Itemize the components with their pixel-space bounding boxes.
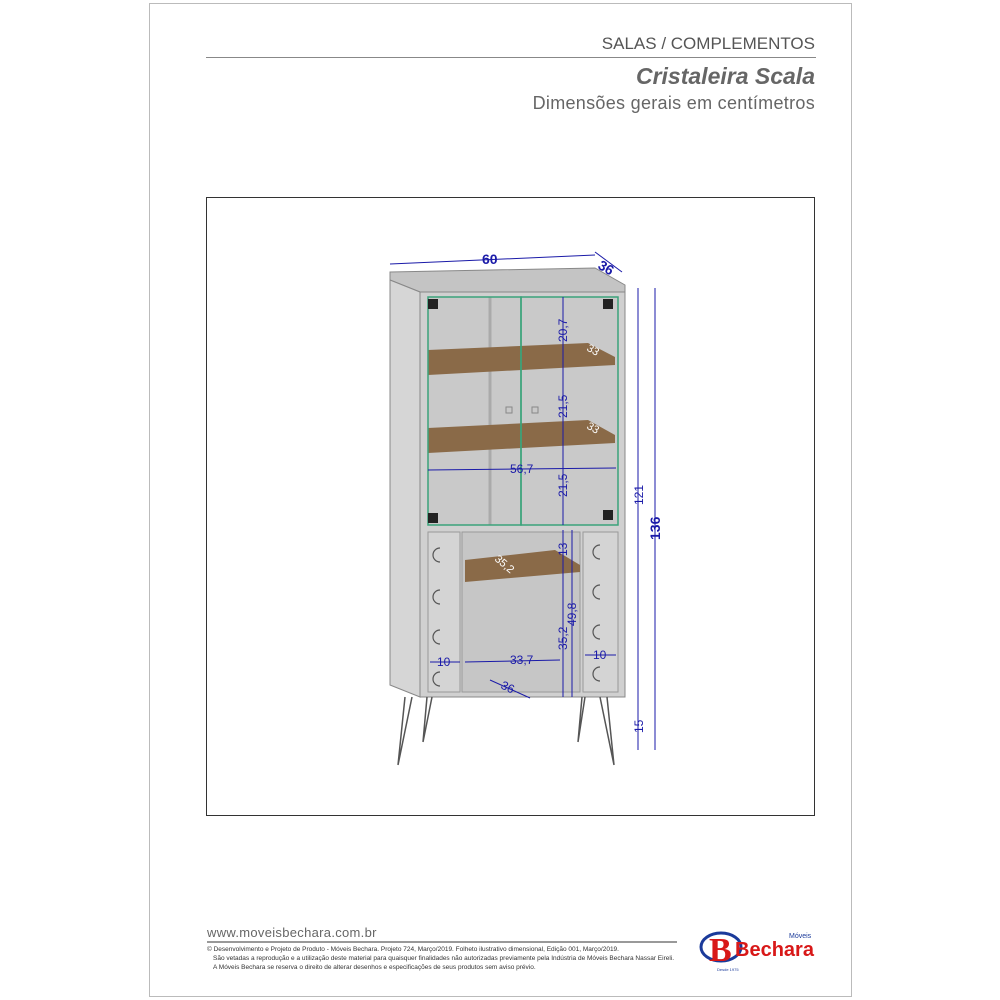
dim-lower-inner-height: 35,2 [556,626,570,650]
bechara-logo: B Bechara Móveis Desde 1975 [699,931,815,972]
dim-inner-width: 56,7 [510,462,534,476]
dim-shelf-gap-2: 21,5 [556,394,570,418]
lower-shelf [465,550,580,582]
dim-side-right: 10 [593,648,607,662]
dim-height-body: 121 [632,485,646,505]
glass-door-right [520,296,619,526]
door-knob-left [505,406,513,414]
sheet-border [149,3,852,997]
hinge [428,513,438,523]
change-notice: A Móveis Bechara se reserva o direito de… [213,964,536,971]
cabinet-top [389,267,626,293]
dimension-lines [389,251,656,750]
dim-shelf-depth-2: 33 [585,420,602,437]
dim-lower-height: 49,8 [565,602,579,626]
dim-shelf-depth-1: 33 [585,342,602,359]
wine-rack-right [582,531,619,693]
header-divider [206,57,816,58]
dim-lower-depth: 36 [499,678,517,696]
dim-center-width: 33,7 [510,653,534,667]
dim-leg-height: 15 [632,719,646,733]
subtitle: Dimensões gerais em centímetros [532,93,815,113]
hairpin-legs [397,696,615,766]
website-url[interactable]: www.moveisbechara.com.br [207,925,377,940]
hinge [428,299,438,309]
hinge [603,299,613,309]
upper-interior [427,296,619,526]
logo-small: Móveis [789,933,812,940]
dim-shelf-gap-1: 20,7 [556,318,570,342]
logo-brand: Bechara [735,939,815,961]
category-label: SALAS / COMPLEMENTOS [601,34,815,53]
door-knob-right [531,406,539,414]
bottle-holders [432,544,601,687]
dim-shelf-gap-3: 21,5 [556,473,570,497]
svg-text:B: B [709,932,732,969]
dim-side-left: 10 [437,655,451,669]
dim-height-total: 136 [647,516,663,540]
logo-tag: Desde 1975 [717,967,739,972]
usage-notice: São vetadas a reprodução e a utilização … [213,955,675,962]
dim-width: 60 [482,251,498,267]
dim-depth: 36 [595,257,617,279]
cabinet-side [389,279,421,698]
footer-divider [207,941,677,943]
dim-lower-gap: 13 [556,542,570,556]
drawing-frame [206,197,815,816]
product-title: Cristaleira Scala [635,63,815,89]
copyright-line: © Desenvolvimento e Projeto de Produto -… [207,946,619,953]
hinge [603,510,613,520]
